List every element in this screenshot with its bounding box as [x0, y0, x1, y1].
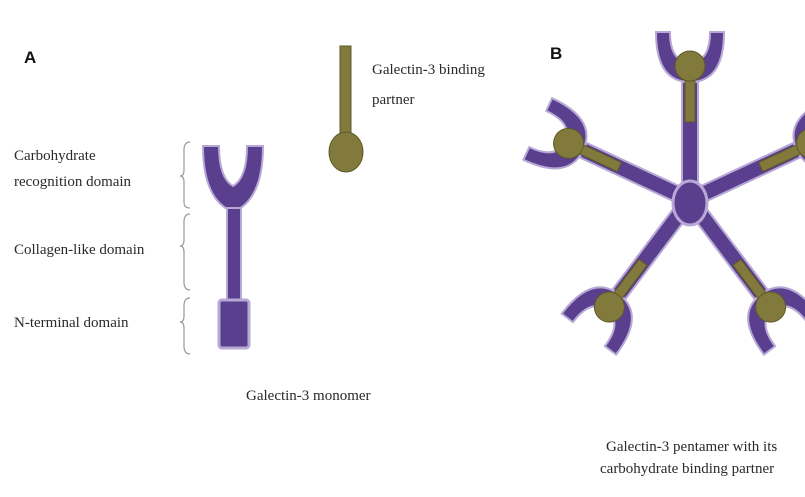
galectin-3-pentamer-shape: [523, 32, 805, 355]
n-terminal-domain-bracket: [180, 298, 190, 354]
collagen-domain-bracket: [180, 214, 190, 290]
binding-partner-shape: [329, 46, 363, 172]
pentamer-center-hub: [673, 181, 707, 225]
domain-brackets: [180, 142, 190, 354]
carbohydrate-domain-bracket: [180, 142, 190, 208]
pentamer-partner-top: [675, 51, 705, 122]
galectin-3-monomer-shape: [203, 146, 263, 348]
